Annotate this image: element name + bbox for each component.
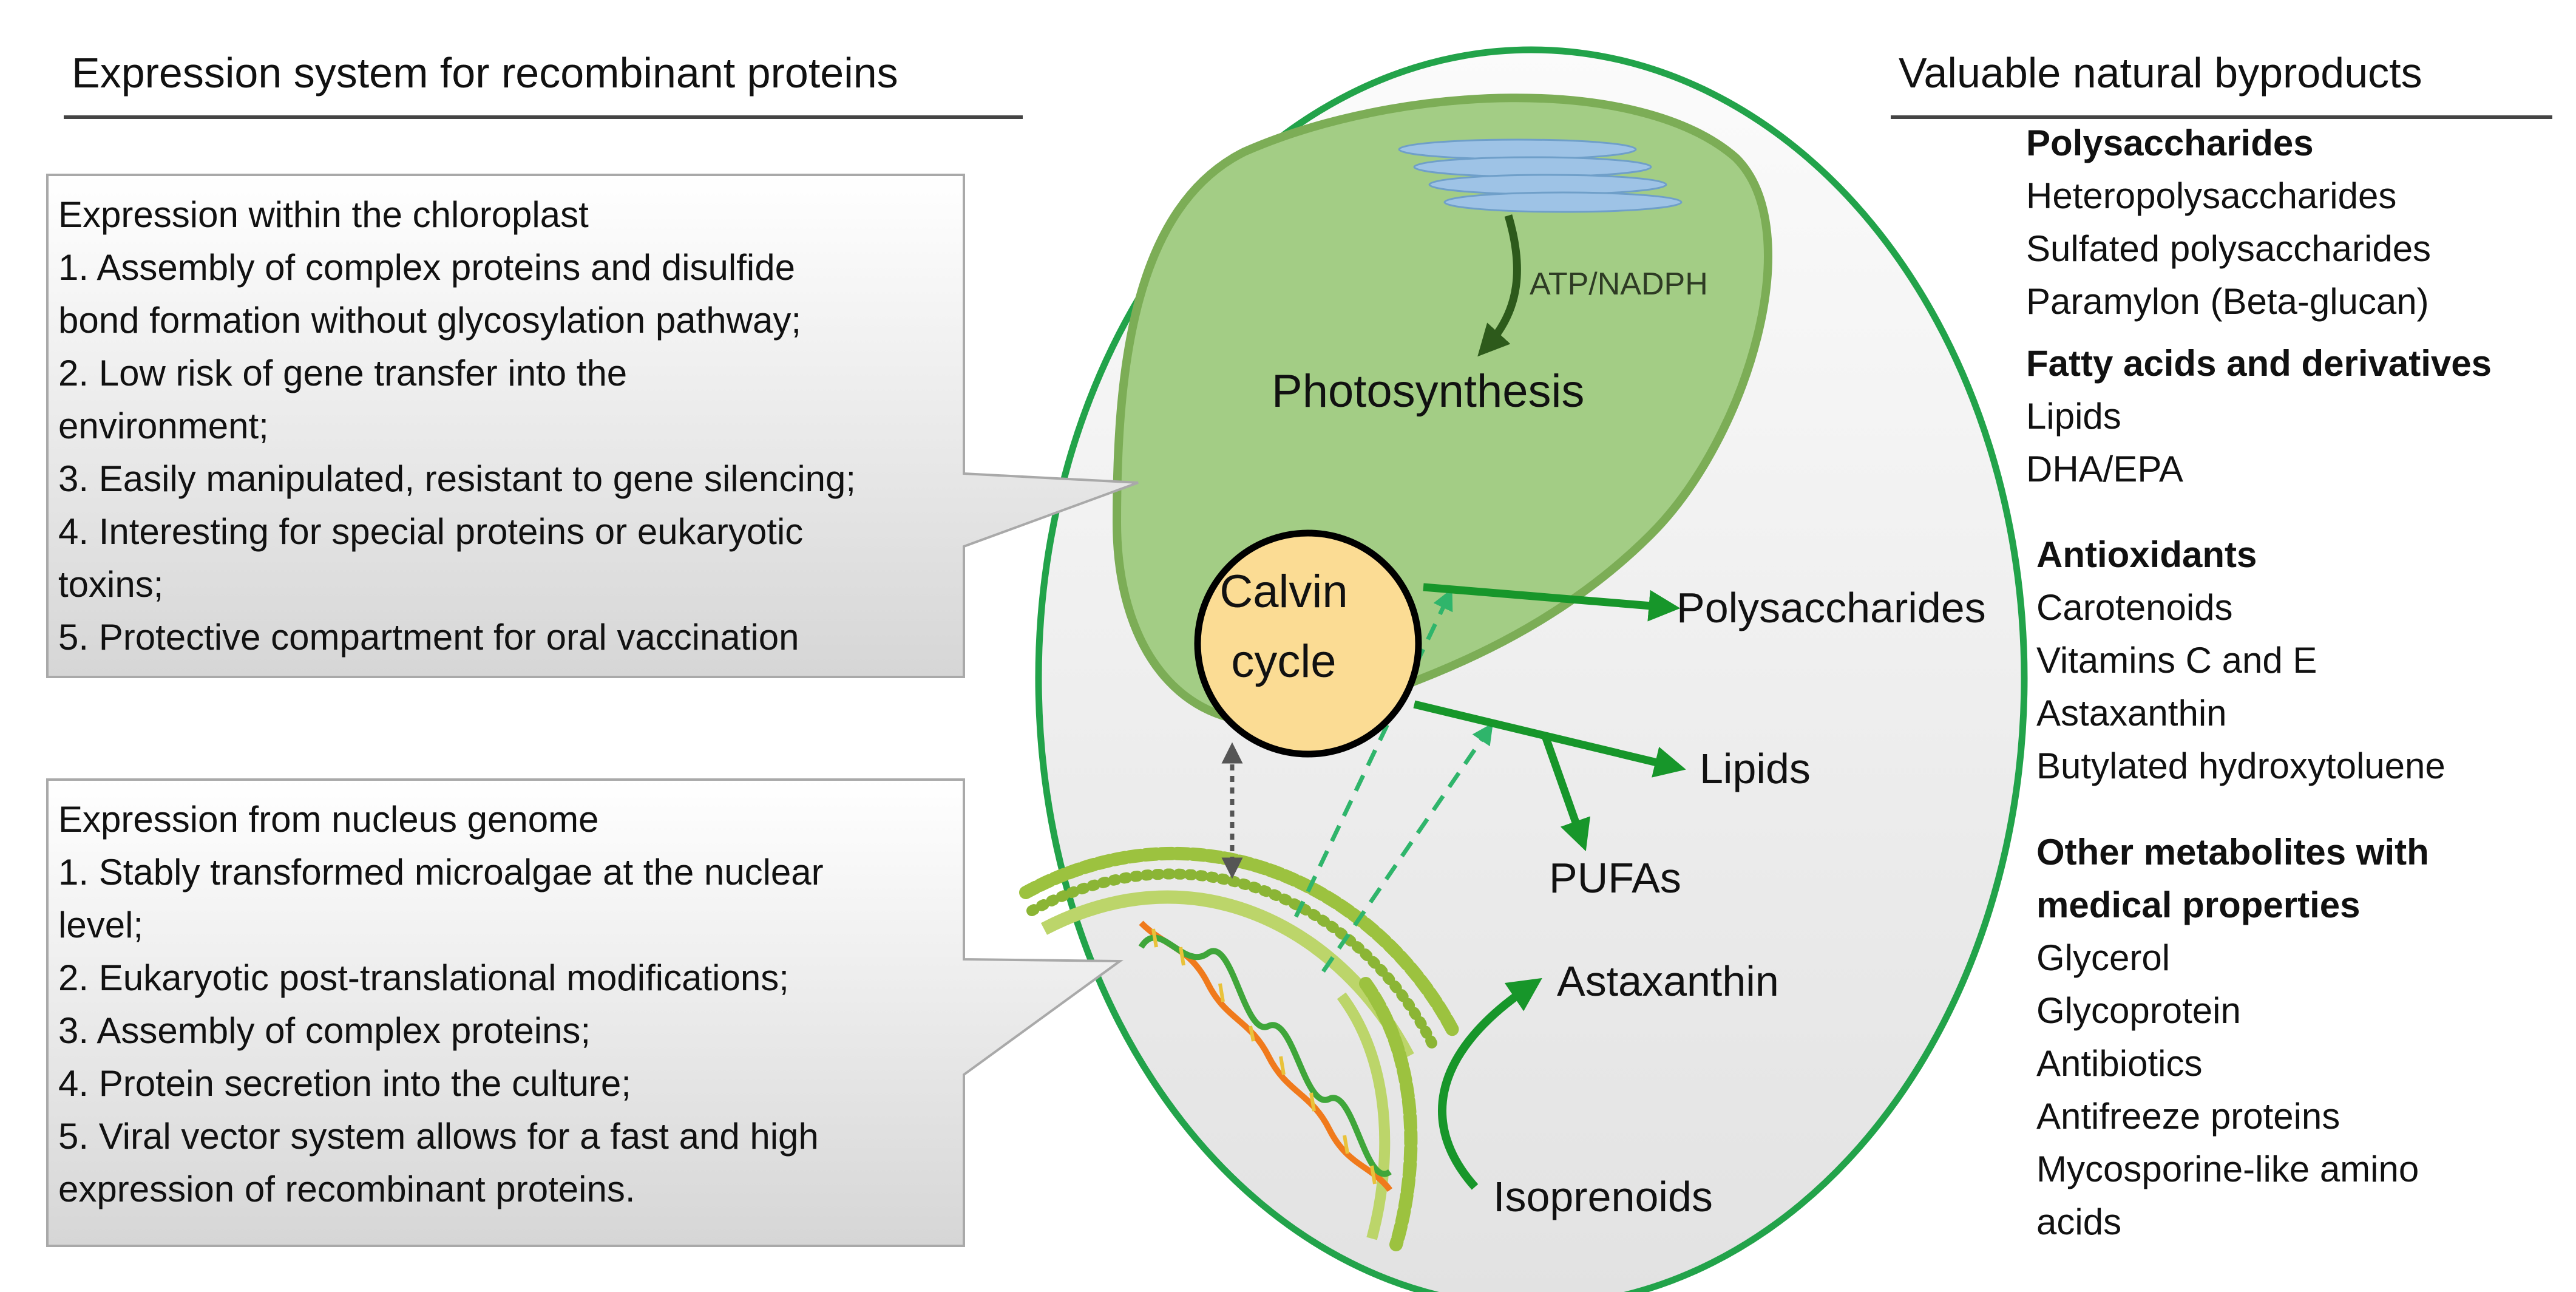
byproducts-polysaccharides: Polysaccharides Heteropolysaccharides Su… [2026,117,2431,328]
byproduct-item: DHA/EPA [2026,449,2183,489]
dashed-arrow-2 [1321,722,1493,973]
byproduct-item: Antifreeze proteins [2036,1096,2340,1137]
arrow-astaxanthin [1438,977,1542,1190]
nucleus-line: Expression from nucleus genome [58,799,599,840]
arrow-polysaccharides [1423,583,1681,622]
chloroplast-callout: Expression within the chloroplast 1. Ass… [58,188,856,664]
chloroplast-line: 5. Protective compartment for oral vacci… [58,617,799,658]
byproduct-item: Mycosporine-like amino [2036,1149,2419,1189]
right-heading: Valuable natural byproducts [1899,49,2422,97]
chloroplast-line: Expression within the chloroplast [58,194,589,235]
nucleus-membrane [1019,846,1460,1251]
astaxanthin-label: Astaxanthin [1557,957,1779,1005]
chloroplast-line: 2. Low risk of gene transfer into the [58,353,628,393]
nucleus-line: 1. Stably transformed microalgae at the … [58,852,824,892]
nucleus-line: expression of recombinant proteins. [58,1169,636,1209]
nucleus-line: 3. Assembly of complex proteins; [58,1010,591,1051]
nucleus-callout-shape [46,778,1124,1247]
byproducts-fatty-acids: Fatty acids and derivatives Lipids DHA/E… [2026,337,2492,495]
byproduct-item: Butylated hydroxytoluene [2036,746,2446,786]
chloroplast-line: toxins; [58,564,164,605]
byproduct-item: acids [2036,1202,2122,1242]
pufas-label: PUFAs [1549,854,1681,902]
byproduct-group-title: Antioxidants [2036,534,2257,575]
byproduct-group-title: Polysaccharides [2026,123,2314,163]
right-heading-rule [1891,115,2552,119]
byproduct-group-title: Fatty acids and derivatives [2026,343,2492,384]
byproduct-item: Carotenoids [2036,587,2233,628]
byproduct-item: Sulfated polysaccharides [2026,228,2432,269]
isoprenoids-label: Isoprenoids [1493,1173,1713,1220]
byproduct-group-title: medical properties [2036,885,2361,925]
chloroplast-line: bond formation without glycosylation pat… [58,300,802,341]
byproduct-item: Glycerol [2036,937,2171,978]
nucleus-line: 4. Protein secretion into the culture; [58,1063,631,1104]
nucleus-callout: Expression from nucleus genome 1. Stably… [58,793,824,1216]
byproduct-item: Heteropolysaccharides [2026,175,2397,216]
nucleus-line: 5. Viral vector system allows for a fast… [58,1116,819,1157]
left-heading: Expression system for recombinant protei… [72,49,898,97]
calvin-cycle [1194,529,1422,758]
byproduct-item: Lipids [2026,396,2121,437]
lipids-label: Lipids [1700,745,1811,792]
byproduct-item: Antibiotics [2036,1043,2203,1084]
byproduct-item: Glycoprotein [2036,990,2241,1031]
chloroplast-line: 4. Interesting for special proteins or e… [58,511,804,552]
dashed-arrow-1 [1293,588,1453,918]
byproduct-group-title: Other metabolites with [2036,832,2429,872]
left-heading-rule [64,115,1023,119]
calvin-label-1: Calvin [1219,566,1347,617]
chloroplast-line: 3. Easily manipulated, resistant to gene… [58,458,856,499]
chloroplast-line: environment; [58,406,269,446]
byproducts-antioxidants: Antioxidants Carotenoids Vitamins C and … [2036,528,2446,792]
byproduct-item: Astaxanthin [2036,693,2227,733]
thylakoid-stack [1398,138,1683,213]
dna-helix [1138,920,1392,1192]
byproducts-other: Other metabolites with medical propertie… [2036,826,2429,1248]
nucleus-line: level; [58,905,144,945]
byproduct-item: Paramylon (Beta-glucan) [2026,281,2429,322]
chloroplast-callout-shape [46,174,1139,678]
photosynthesis-label: Photosynthesis [1272,365,1584,417]
nucleus-line: 2. Eukaryotic post-translational modific… [58,957,789,998]
calvin-label-2: cycle [1231,636,1336,687]
arrow-pufas [1541,733,1590,852]
polysaccharides-label: Polysaccharides [1676,584,1986,631]
chloroplast-line: 1. Assembly of complex proteins and disu… [58,247,795,288]
atp-arrow [1477,214,1521,357]
byproduct-item: Vitamins C and E [2036,640,2317,681]
atp-nadph-label: ATP/NADPH [1530,267,1708,302]
